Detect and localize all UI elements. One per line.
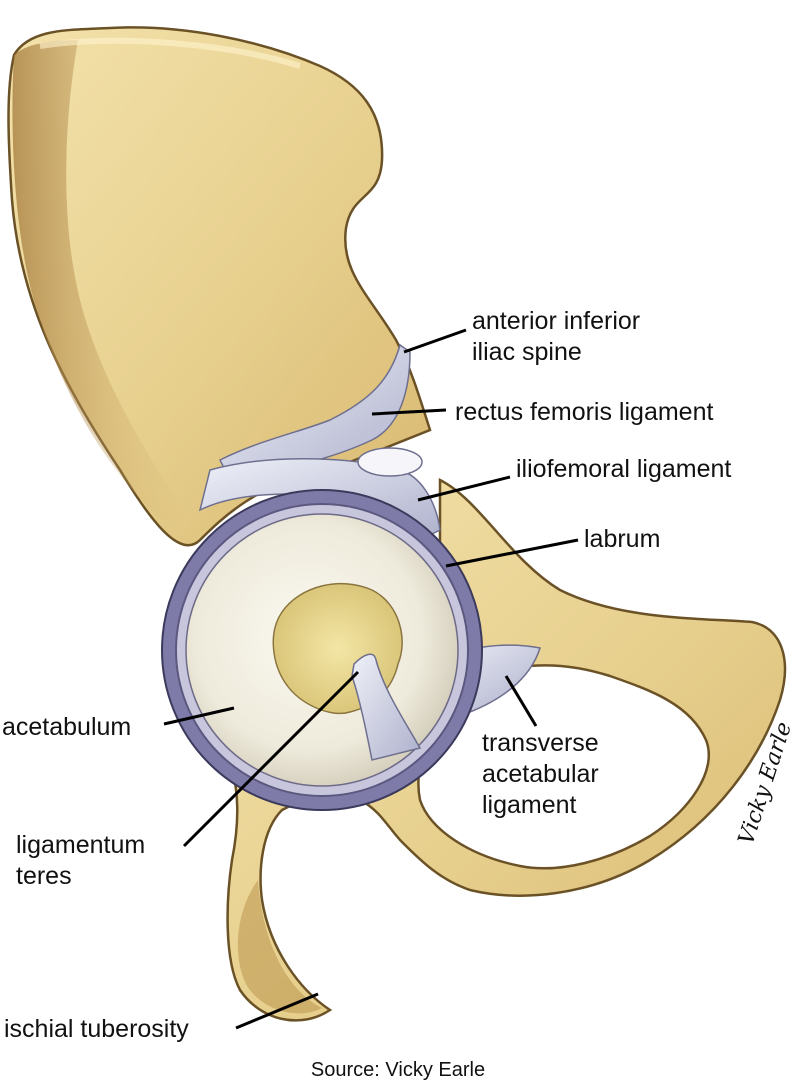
iliac-crest-highlight <box>39 37 301 69</box>
label-ischial-tuberosity: ischial tuberosity <box>4 1015 189 1043</box>
acetabulum-group <box>161 489 483 811</box>
label-transverse-acetabular-ligament: transverse acetabular ligament <box>482 728 599 821</box>
ligamentum-teres <box>351 653 422 761</box>
leader-ischial <box>235 992 319 1030</box>
leader-rectus <box>371 408 447 416</box>
label-iliofemoral-ligament: iliofemoral ligament <box>516 455 732 483</box>
leader-transverse <box>504 675 538 727</box>
ilium-shadow <box>12 40 190 520</box>
label-acetabulum: acetabulum <box>2 713 132 741</box>
label-line: teres <box>16 862 72 890</box>
leader-ligamentum-teres <box>182 670 360 848</box>
label-line: anterior inferior <box>472 307 641 335</box>
label-labrum: labrum <box>584 525 661 553</box>
ischial-tuberosity-shadow <box>237 880 322 1014</box>
leader-lines <box>163 328 579 1030</box>
label-anterior-inferior-iliac-spine: anterior inferior iliac spine <box>472 306 640 368</box>
label-line: ligament <box>482 791 577 819</box>
hip-bone <box>7 26 787 1022</box>
source-credit: Source: Vicky Earle <box>310 1059 486 1081</box>
label-line: iliac spine <box>472 338 582 366</box>
leader-labrum <box>445 538 579 568</box>
label-line: acetabular <box>482 760 599 788</box>
obturator-foramen <box>417 664 711 870</box>
label-line: ligamentum <box>16 831 146 859</box>
label-ligamentum-teres: ligamentum teres <box>16 830 145 892</box>
label-rectus-femoris-ligament: rectus femoris ligament <box>455 398 714 426</box>
leader-acetabulum <box>163 706 235 726</box>
label-line: transverse <box>482 729 599 757</box>
leader-aiis <box>403 328 467 354</box>
rectus-femoris-tendon-cut <box>357 447 423 477</box>
leader-iliofemoral <box>417 475 511 502</box>
